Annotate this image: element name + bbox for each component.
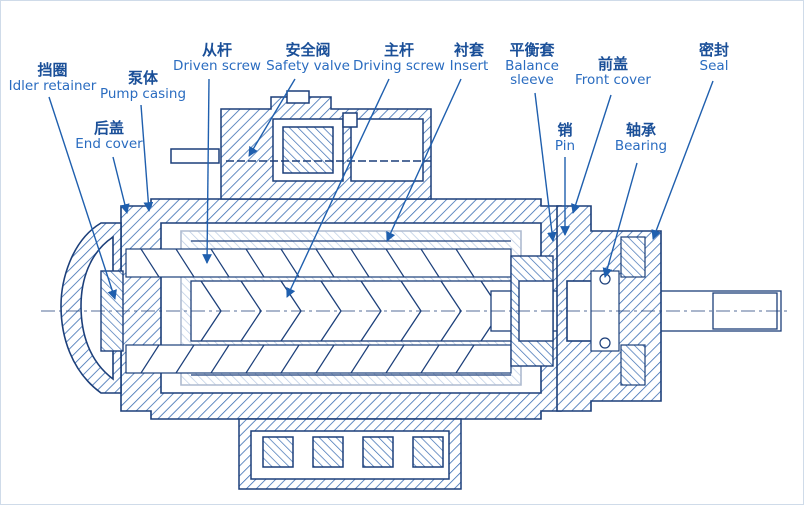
label-safety-valve-en: Safety valve bbox=[266, 57, 350, 74]
label-idler-retainer-en: Idler retainer bbox=[8, 77, 97, 94]
label-safety-valve: 安全阀 Safety valve bbox=[263, 41, 353, 74]
label-balance-sleeve: 平衡套 Balance sleeve bbox=[499, 41, 565, 88]
label-front-cover: 前盖 Front cover bbox=[571, 55, 655, 88]
label-driven-screw-en: Driven screw bbox=[173, 57, 261, 74]
leader-lines bbox=[48, 78, 714, 300]
label-bearing-en: Bearing bbox=[614, 137, 668, 154]
label-seal-en: Seal bbox=[699, 57, 729, 74]
label-pump-casing-cn: 泵体 bbox=[127, 69, 158, 87]
label-bearing: 轴承 Bearing bbox=[611, 121, 671, 154]
label-pump-casing: 泵体 Pump casing bbox=[95, 69, 191, 102]
driven-screw-lower bbox=[125, 344, 512, 374]
label-front-cover-en: Front cover bbox=[575, 71, 651, 88]
label-driving-screw-cn: 主杆 bbox=[383, 41, 414, 59]
label-pump-casing-en: Pump casing bbox=[99, 85, 187, 102]
label-insert-en: Insert bbox=[449, 57, 489, 74]
label-seal-cn: 密封 bbox=[698, 41, 729, 59]
driven-screw-upper bbox=[125, 248, 512, 278]
label-insert: 衬套 Insert bbox=[441, 41, 497, 74]
label-pin-cn: 销 bbox=[557, 121, 573, 139]
label-driving-screw-en: Driving screw bbox=[353, 57, 445, 74]
label-balance-sleeve-cn: 平衡套 bbox=[509, 41, 555, 59]
label-insert-cn: 衬套 bbox=[453, 41, 484, 59]
label-safety-valve-cn: 安全阀 bbox=[285, 41, 331, 59]
insert bbox=[191, 240, 511, 376]
label-driving-screw: 主杆 Driving screw bbox=[351, 41, 447, 74]
safety-valve-block bbox=[170, 90, 432, 200]
seal bbox=[620, 236, 646, 386]
label-end-cover: 后盖 End cover bbox=[71, 119, 147, 152]
label-pin: 销 Pin bbox=[549, 121, 581, 154]
label-bearing-cn: 轴承 bbox=[625, 121, 656, 139]
label-driven-screw-cn: 从杆 bbox=[201, 41, 232, 59]
label-end-cover-en: End cover bbox=[75, 135, 143, 152]
label-balance-sleeve-en: Balance sleeve bbox=[505, 57, 559, 88]
label-seal: 密封 Seal bbox=[691, 41, 737, 74]
pump-base bbox=[238, 418, 462, 490]
label-idler-retainer-cn: 挡圈 bbox=[37, 61, 68, 79]
label-pin-en: Pin bbox=[554, 137, 576, 154]
label-front-cover-cn: 前盖 bbox=[597, 55, 628, 73]
label-driven-screw: 从杆 Driven screw bbox=[171, 41, 263, 74]
label-idler-retainer: 挡圈 Idler retainer bbox=[5, 61, 100, 94]
label-end-cover-cn: 后盖 bbox=[93, 119, 124, 137]
